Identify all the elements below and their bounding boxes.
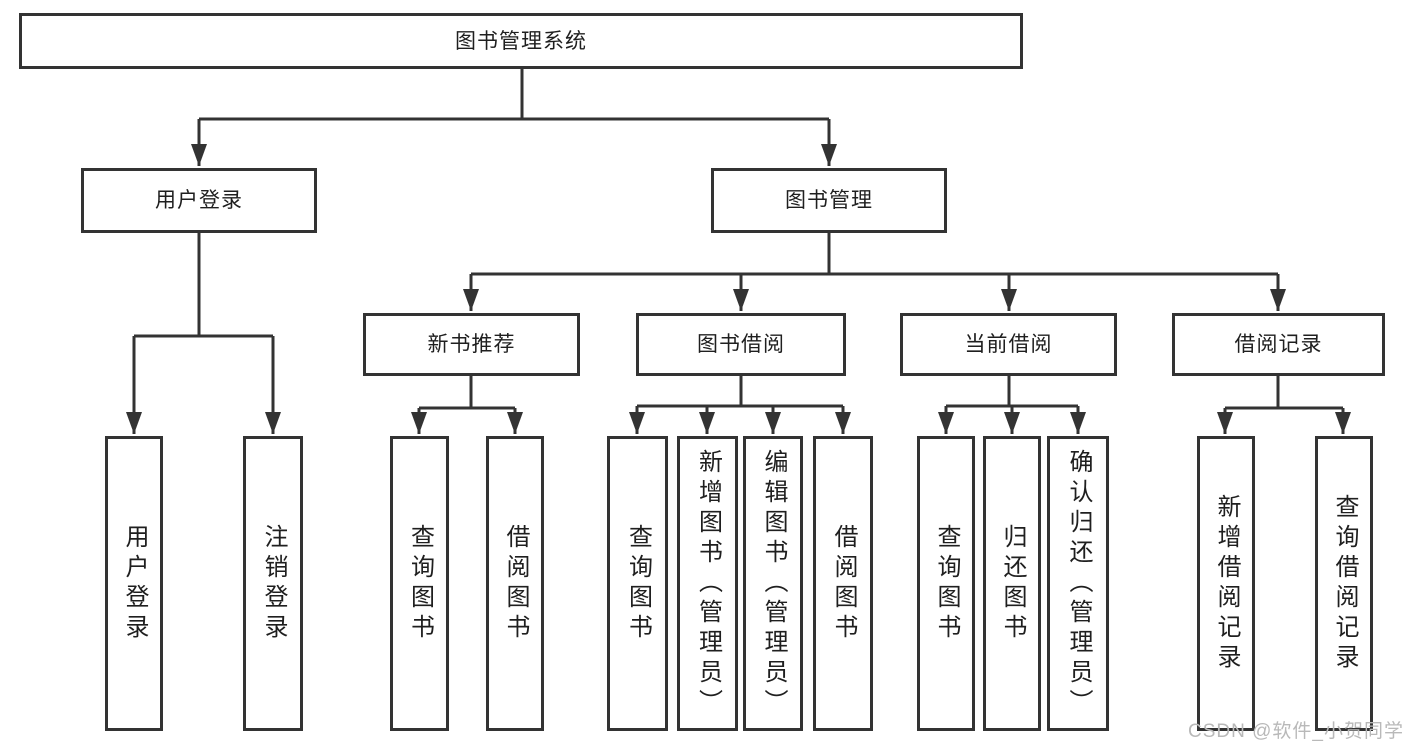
node-book-mgmt-group-label: 图书管理 [785, 189, 873, 212]
borrow-children-connector [629, 375, 851, 434]
records-children-connector [1217, 375, 1351, 434]
node-new-book-recommend-label: 新书推荐 [427, 333, 516, 356]
node-new-book-recommend: 新书推荐 [363, 313, 580, 376]
leaf-current-confirm-admin: 确认归还（管理员） [1047, 436, 1109, 731]
node-current-borrow-label: 当前借阅 [964, 333, 1053, 356]
leaf-logout-label: 注销登录 [260, 523, 287, 644]
node-current-borrow: 当前借阅 [900, 313, 1117, 376]
leaf-borrow-borrow: 借阅图书 [813, 436, 873, 731]
root-to-level2-connector [191, 68, 837, 166]
node-user-login-group-label: 用户登录 [155, 189, 243, 212]
node-book-borrow-label: 图书借阅 [697, 333, 785, 356]
node-user-login-group: 用户登录 [81, 168, 317, 233]
leaf-newbook-query-label: 查询图书 [406, 523, 434, 644]
node-borrow-records: 借阅记录 [1172, 313, 1385, 376]
leaf-borrow-query: 查询图书 [607, 436, 668, 731]
leaf-current-return-label: 归还图书 [999, 523, 1026, 644]
node-book-mgmt-group: 图书管理 [711, 168, 947, 233]
leaf-borrow-add-admin: 新增图书（管理员） [677, 436, 738, 731]
node-book-borrow: 图书借阅 [636, 313, 846, 376]
leaf-records-query-label: 查询借阅记录 [1331, 493, 1358, 674]
newbook-children-connector [411, 375, 523, 434]
leaf-current-query: 查询图书 [917, 436, 975, 731]
node-root-system: 图书管理系统 [19, 13, 1023, 69]
leaf-user-login-label: 用户登录 [121, 523, 148, 644]
leaf-borrow-edit-admin: 编辑图书（管理员） [743, 436, 803, 731]
leaf-borrow-borrow-label: 借阅图书 [830, 523, 857, 644]
login-children-connector [126, 232, 281, 434]
leaf-records-query: 查询借阅记录 [1315, 436, 1373, 731]
leaf-borrow-add-admin-label: 新增图书（管理员） [694, 448, 722, 719]
mgmt-children-connector [463, 232, 1286, 311]
leaf-records-add: 新增借阅记录 [1197, 436, 1255, 731]
leaf-records-add-label: 新增借阅记录 [1213, 493, 1240, 674]
node-borrow-records-label: 借阅记录 [1234, 333, 1323, 356]
leaf-current-return: 归还图书 [983, 436, 1041, 731]
current-children-connector [938, 375, 1086, 434]
leaf-borrow-query-label: 查询图书 [624, 523, 652, 644]
leaf-borrow-edit-admin-label: 编辑图书（管理员） [760, 448, 787, 719]
leaf-logout: 注销登录 [243, 436, 303, 731]
csdn-watermark: CSDN @软件_小贺同学 [1188, 721, 1404, 742]
leaf-current-confirm-admin-label: 确认归还（管理员） [1065, 448, 1092, 719]
leaf-current-query-label: 查询图书 [933, 523, 960, 644]
leaf-newbook-borrow: 借阅图书 [486, 436, 544, 731]
node-root-system-label: 图书管理系统 [455, 29, 587, 53]
leaf-user-login: 用户登录 [105, 436, 163, 731]
leaf-newbook-query: 查询图书 [390, 436, 449, 731]
leaf-newbook-borrow-label: 借阅图书 [502, 523, 529, 644]
